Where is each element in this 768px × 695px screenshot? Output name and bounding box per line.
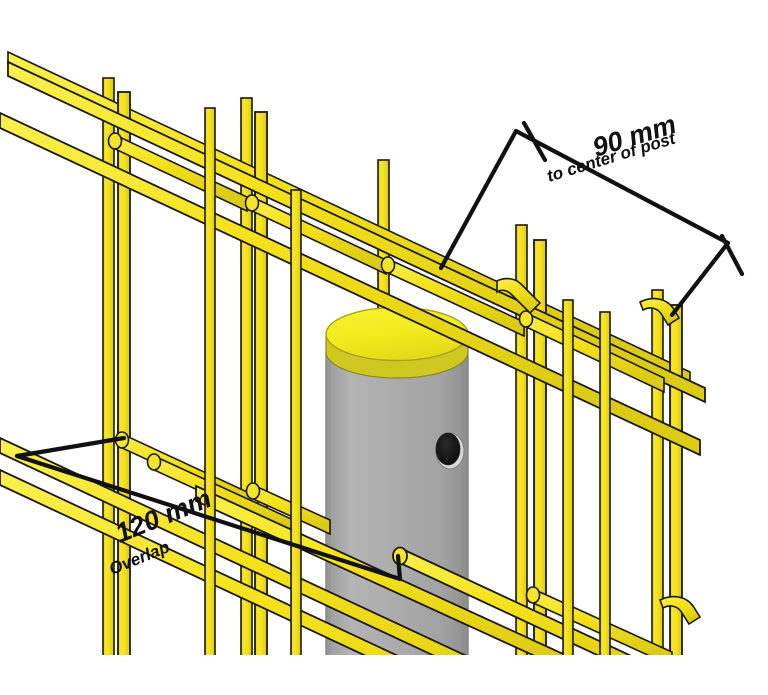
rebar-bar [117,91,131,655]
dimension-line [513,128,731,246]
rebar-bar [599,311,611,655]
rebar-bar [195,484,568,655]
rebar-bar [533,239,547,655]
rebar-bar [658,595,702,626]
rebar-bar [651,289,664,655]
rebar-bar [204,107,216,655]
dimension-tick [395,553,403,582]
rebar-end-cap [380,256,396,274]
rebar-rail-front-post-group [195,484,568,655]
rebar-end-cap [244,194,260,212]
rebar-end-cap [518,310,534,328]
dimension-extension-line [14,435,127,459]
dimension-extension-line [438,128,519,271]
rebar-end-cap [245,482,261,500]
rebar-bar [0,112,701,457]
rebar-end-cap [525,586,541,604]
rebar-bar [669,304,683,655]
rebar-bar [0,469,399,655]
rebar-end-cap [146,453,162,471]
rebar-bar [562,299,574,655]
dimension-tick [521,120,548,163]
post-side-hole [435,432,461,466]
rebar-corner-bend-group [496,277,681,327]
rebar-bar [290,189,302,655]
center-post-group [325,306,469,655]
rebar-bar [240,97,253,655]
rebar-bar [496,277,542,315]
rebar-bar [0,437,467,655]
rebar-bar [515,224,528,655]
rebar-rail-lower-group [0,437,467,655]
dimension-extension-line [669,240,731,318]
rebar-vertical-front-top-group [204,107,611,655]
rebar-bar [638,297,681,327]
rebar-bar [102,77,115,655]
rebar-end-cap [107,132,123,150]
dimension-line [14,453,403,582]
dimension-tick [719,233,745,277]
